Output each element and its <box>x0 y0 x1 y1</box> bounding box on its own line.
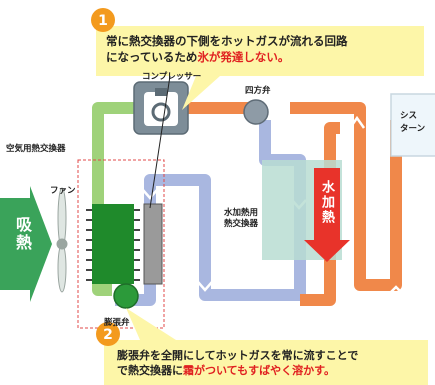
absorb-heat-arrow <box>0 186 52 302</box>
flow-arrow <box>197 281 213 292</box>
callout-2-badge <box>96 322 120 346</box>
flow-arrow <box>284 115 304 128</box>
callout-1-pointer <box>149 75 171 209</box>
callout-1-line2-plain: になっているため <box>106 49 198 64</box>
callout-1-line2-red: 氷が発達しない。 <box>197 49 290 64</box>
water-heat-exchanger-label-1: 水加熱用 <box>224 208 259 218</box>
callout-1-badge-number: 1 <box>98 13 108 29</box>
fan-label: ファン <box>50 186 76 196</box>
compressor-label: コンプレッサー <box>142 72 202 82</box>
four-way-valve <box>243 99 269 125</box>
flow-arrow <box>348 115 366 129</box>
callout-1-line2: になっているため氷が発達しない。 <box>106 50 418 66</box>
compressor-handle <box>155 88 167 96</box>
air-heat-exchanger-frame <box>77 159 165 329</box>
flow-arrow <box>387 285 405 296</box>
heat-exchanger-coil-grey <box>143 203 163 285</box>
callout-1-badge <box>91 8 115 32</box>
water-heating-arrow <box>304 168 350 262</box>
callout-2-text: 膨張弁を全開にしてホットガスを常に流すことで で熱交換器に霜がついてもすばやく溶… <box>117 349 417 381</box>
callout-2-badge-number: 2 <box>103 327 113 343</box>
callout-2-line2-red: 霜がついてもすばやく溶かす。 <box>183 363 336 377</box>
callout-1-bubble <box>96 26 424 110</box>
pipe-suction <box>92 102 140 296</box>
callout-2-line1: 膨張弁を全開にしてホットガスを常に流すことで <box>117 349 359 362</box>
callout-2-line2: で熱交換器に霜がついてもすばやく溶かす。 <box>117 364 417 379</box>
callout-1-text: 常に熱交換器の下側をホットガスが流れる回路 になっているため氷が発達しない。 <box>106 34 418 68</box>
cistern-label: シス <box>400 111 417 121</box>
compressor-rotor <box>151 102 171 122</box>
cistern-label-2: ターン <box>400 123 426 134</box>
fan-icon <box>56 187 68 293</box>
air-heat-exchanger-label: 空気用熱交換器 <box>6 144 66 154</box>
expansion-valve <box>113 283 139 309</box>
four-way-valve-label: 四方弁 <box>245 86 271 96</box>
flow-arrow <box>142 189 158 200</box>
coil-fins-right <box>134 209 140 281</box>
absorb-heat-label: 吸熱 <box>13 216 32 252</box>
cistern <box>390 93 435 157</box>
compressor-body <box>144 92 178 126</box>
callout-2-line2-a: で熱交換器に <box>117 363 183 377</box>
callout-2-bubble <box>104 308 428 385</box>
water-heating-label: 水加熱 <box>319 180 334 225</box>
callout-1-line1: 常に熱交換器の下側をホットガスが流れる回路 <box>106 34 348 48</box>
expansion-valve-label: 膨張弁 <box>104 318 130 328</box>
water-heat-exchanger-label-2: 熱交換器 <box>224 219 259 229</box>
pipe-hot-to-cistern <box>290 102 402 291</box>
heat-exchanger-coil-green <box>92 204 134 284</box>
coil-fins-left <box>86 209 92 281</box>
